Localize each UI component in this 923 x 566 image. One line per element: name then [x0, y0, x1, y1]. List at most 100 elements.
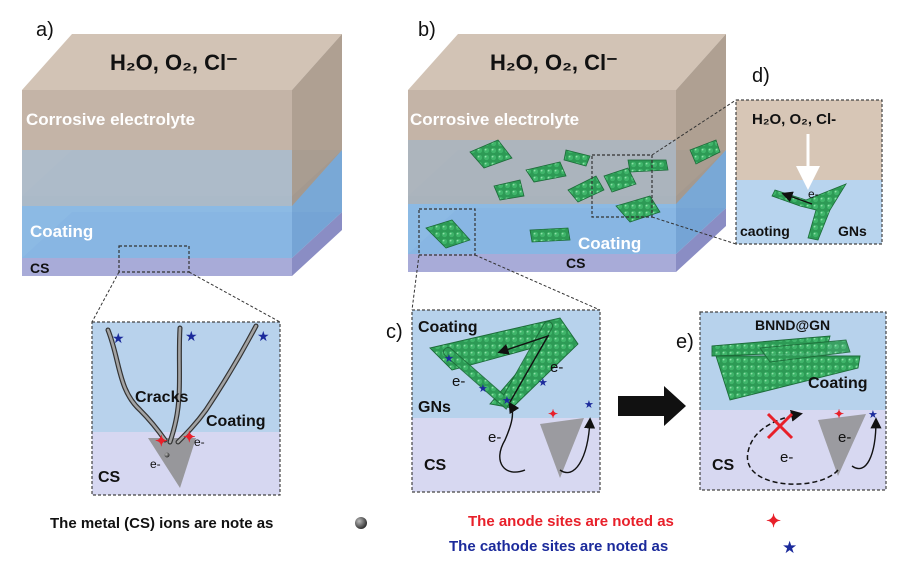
gn-sheet: [615, 195, 661, 223]
panel-c-electron-label: e-: [452, 373, 465, 390]
panel-c-electron-path: [497, 334, 550, 403]
cathode-star-icon: ★: [502, 395, 512, 407]
panel-a-zoom-line-left: [91, 271, 120, 323]
panel-a-electrolyte-side: [292, 34, 342, 206]
panel-b-substrate-front: [408, 254, 676, 272]
panel-c: c) ★ ★ ★ ★ ★ ✦ Coating GNs CS e- e- e-: [386, 309, 601, 493]
panel-e-pit: [818, 414, 866, 476]
panel-b-electrolyte-label: Corrosive electrolyte: [410, 110, 579, 129]
panel-c-substrate-label: CS: [424, 457, 447, 474]
legend-notes: The anode sites are noted as ✦ The catho…: [449, 511, 797, 557]
panel-e-electron-label-2: e-: [838, 429, 851, 446]
cathode-star-icon: ★: [782, 538, 797, 557]
panel-a-zoom-line-right: [188, 271, 281, 323]
panel-d-gns-label: GNs: [838, 223, 867, 239]
metal-ion-icon: [355, 517, 367, 529]
panel-b: b) CS H₂O, O₂, Cl⁻ Corrosive electrolyte…: [408, 19, 737, 311]
graphene-nanosheets: [425, 139, 721, 249]
panel-a-letter: a): [36, 19, 54, 41]
gn-sheet: [627, 159, 669, 173]
note-cathode-text: The cathode sites are noted as: [449, 538, 668, 555]
anode-cross-icon: ✦: [183, 429, 196, 446]
panel-c-electron-path-3: [559, 417, 596, 474]
panel-a-mixing-zone: [22, 150, 292, 206]
panel-a-zoom-frame: [91, 321, 281, 496]
gn-sheet: [603, 167, 637, 193]
panel-d-electron-arrow: [781, 191, 813, 205]
panel-e-title: BNND@GN: [755, 317, 830, 333]
panel-b-zoom-box-d: [591, 154, 653, 218]
panel-e-electron-label: e-: [780, 449, 793, 466]
transition-arrow-icon: [618, 386, 686, 426]
panel-b-coating-label: Coating: [578, 234, 641, 253]
panel-a-substrate-side: [292, 212, 342, 276]
panel-a-coating-label: Coating: [30, 222, 93, 241]
gn-sheet: [567, 175, 605, 203]
gn-sheet: [493, 179, 525, 201]
panel-b-letter: b): [418, 19, 436, 41]
panel-a-zoom-coating-label: Coating: [206, 413, 266, 430]
panel-b-electrolyte-side: [676, 34, 726, 204]
panel-d-frame: [735, 99, 883, 245]
panel-e-blocked-cross-icon: [766, 412, 794, 440]
note-metal-ions-text: The metal (CS) ions are note as: [50, 515, 273, 532]
panel-a-pit: [148, 438, 196, 488]
panel-b-zoom-line-c-right: [474, 254, 601, 311]
crack-left: [106, 328, 167, 442]
gn-sheet: [525, 161, 567, 183]
gn-sheet: [529, 227, 571, 243]
note-anode-text: The anode sites are noted as: [468, 513, 674, 530]
panel-a-zoom-box: [118, 245, 190, 273]
panel-c-electron-label-2: e-: [550, 359, 563, 376]
cathode-star-icon: ★: [538, 377, 548, 389]
panel-a-coating-front: [22, 196, 292, 258]
gn-sheet: [689, 139, 721, 165]
panel-a-zoom-electron-label-2: e-: [194, 435, 205, 449]
panel-e-electron-path-2: [851, 417, 882, 470]
panel-d-coating-label: caoting: [740, 223, 790, 239]
panel-a-species: H₂O, O₂, Cl⁻: [110, 50, 238, 75]
panel-b-substrate-label: CS: [566, 255, 585, 271]
cathode-star-icon: ★: [185, 328, 198, 344]
anode-cross-icon: ✦: [834, 407, 844, 421]
panel-a-zoom: ★ ★ ★ ✦ ✦ Cracks Coating CS e- e-: [91, 321, 281, 496]
metal-ion-icon: [164, 452, 170, 458]
panel-b-zoom-line-d-top: [651, 99, 737, 156]
panel-a-substrate-label: CS: [30, 260, 49, 276]
panel-a: a) CS Coating H₂O, O₂, Cl⁻ Corrosive ele…: [22, 19, 342, 323]
panel-a-zoom-substrate-label: CS: [98, 469, 121, 486]
panel-c-letter: c): [386, 321, 403, 343]
gn-sheet: [563, 149, 591, 167]
cathode-star-icon: ★: [444, 353, 454, 365]
panel-a-electrolyte-top: [22, 34, 342, 90]
panel-a-zoom-electron-label: e-: [150, 457, 161, 471]
anode-cross-icon: ✦: [155, 433, 168, 450]
panel-c-coating-label: Coating: [418, 319, 478, 336]
panel-d-species: H₂O, O₂, Cl-: [752, 111, 836, 128]
panel-b-species: H₂O, O₂, Cl⁻: [490, 50, 618, 75]
panel-e-coating-label: Coating: [808, 375, 868, 392]
anode-cross-icon: ✦: [548, 407, 558, 421]
panel-e-substrate-label: CS: [712, 457, 735, 474]
panel-e-electron-path: [746, 409, 839, 485]
panel-b-coating-side: [676, 150, 726, 254]
panel-a-coating-side: [292, 150, 342, 258]
panel-a-substrate-front: [22, 258, 292, 276]
panel-b-zoom-line-c-left: [411, 254, 420, 311]
cathode-star-icon: ★: [257, 328, 270, 344]
panel-c-electron-path-2: [499, 401, 526, 473]
gn-sheet: [469, 139, 513, 169]
panel-e-letter: e): [676, 331, 694, 353]
panel-e-frame: [699, 311, 887, 491]
panel-c-gns-label: GNs: [418, 399, 451, 416]
cathode-star-icon: ★: [478, 383, 488, 395]
cathode-star-icon: ★: [868, 409, 878, 421]
crack-middle: [168, 326, 182, 444]
panel-c-electron-label-3: e-: [488, 429, 501, 446]
panel-e-gn-rod: [759, 339, 851, 363]
gn-sheet: [425, 219, 471, 249]
crack-right: [176, 324, 258, 444]
panel-d-letter: d): [752, 65, 770, 87]
